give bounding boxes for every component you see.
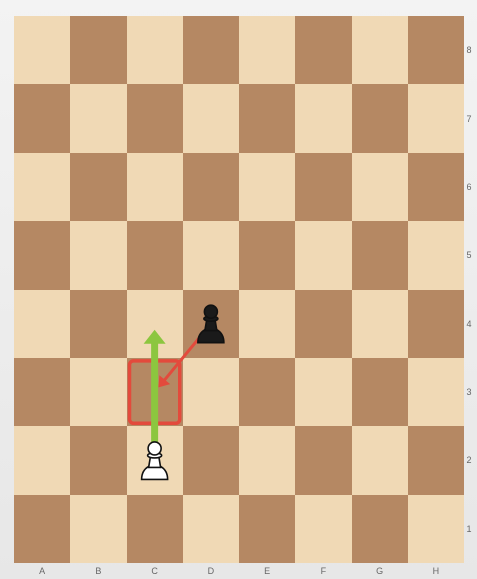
square-d6[interactable] [183,153,239,221]
square-e7[interactable] [239,84,295,152]
square-d8[interactable] [183,16,239,84]
square-b5[interactable] [70,221,126,289]
square-h3[interactable] [408,358,464,426]
square-d1[interactable] [183,495,239,563]
rank-label: 5 [464,221,474,289]
board-container [14,16,464,563]
square-c5[interactable] [127,221,183,289]
square-f8[interactable] [295,16,351,84]
square-h7[interactable] [408,84,464,152]
square-a7[interactable] [14,84,70,152]
file-label: A [14,563,70,579]
square-a4[interactable] [14,290,70,358]
square-a6[interactable] [14,153,70,221]
square-b6[interactable] [70,153,126,221]
square-g5[interactable] [352,221,408,289]
square-e5[interactable] [239,221,295,289]
rank-label: 1 [464,495,474,563]
square-g7[interactable] [352,84,408,152]
square-a2[interactable] [14,426,70,494]
square-f4[interactable] [295,290,351,358]
square-f2[interactable] [295,426,351,494]
rank-label: 2 [464,426,474,494]
square-b3[interactable] [70,358,126,426]
file-label: E [239,563,295,579]
square-f7[interactable] [295,84,351,152]
square-c1[interactable] [127,495,183,563]
square-h8[interactable] [408,16,464,84]
square-e3[interactable] [239,358,295,426]
square-b2[interactable] [70,426,126,494]
square-b4[interactable] [70,290,126,358]
square-c8[interactable] [127,16,183,84]
square-c6[interactable] [127,153,183,221]
square-h5[interactable] [408,221,464,289]
square-f6[interactable] [295,153,351,221]
square-g8[interactable] [352,16,408,84]
file-label: H [408,563,464,579]
square-f3[interactable] [295,358,351,426]
file-label: B [70,563,126,579]
file-label: G [352,563,408,579]
rank-label: 8 [464,16,474,84]
square-g6[interactable] [352,153,408,221]
square-g3[interactable] [352,358,408,426]
square-h2[interactable] [408,426,464,494]
square-d7[interactable] [183,84,239,152]
square-b1[interactable] [70,495,126,563]
square-h6[interactable] [408,153,464,221]
rank-label: 4 [464,290,474,358]
square-h1[interactable] [408,495,464,563]
square-f5[interactable] [295,221,351,289]
square-a1[interactable] [14,495,70,563]
square-g2[interactable] [352,426,408,494]
rank-label: 7 [464,84,474,152]
square-g1[interactable] [352,495,408,563]
square-a5[interactable] [14,221,70,289]
file-label: F [295,563,351,579]
square-d3[interactable] [183,358,239,426]
square-a8[interactable] [14,16,70,84]
square-h4[interactable] [408,290,464,358]
rank-label: 6 [464,153,474,221]
square-f1[interactable] [295,495,351,563]
chess-board [14,16,464,563]
file-label: C [127,563,183,579]
square-e2[interactable] [239,426,295,494]
square-a3[interactable] [14,358,70,426]
square-e6[interactable] [239,153,295,221]
square-d5[interactable] [183,221,239,289]
file-label: D [183,563,239,579]
square-g4[interactable] [352,290,408,358]
square-e8[interactable] [239,16,295,84]
square-e4[interactable] [239,290,295,358]
square-e1[interactable] [239,495,295,563]
square-b8[interactable] [70,16,126,84]
square-c7[interactable] [127,84,183,152]
square-b7[interactable] [70,84,126,152]
rank-label: 3 [464,358,474,426]
square-d2[interactable] [183,426,239,494]
